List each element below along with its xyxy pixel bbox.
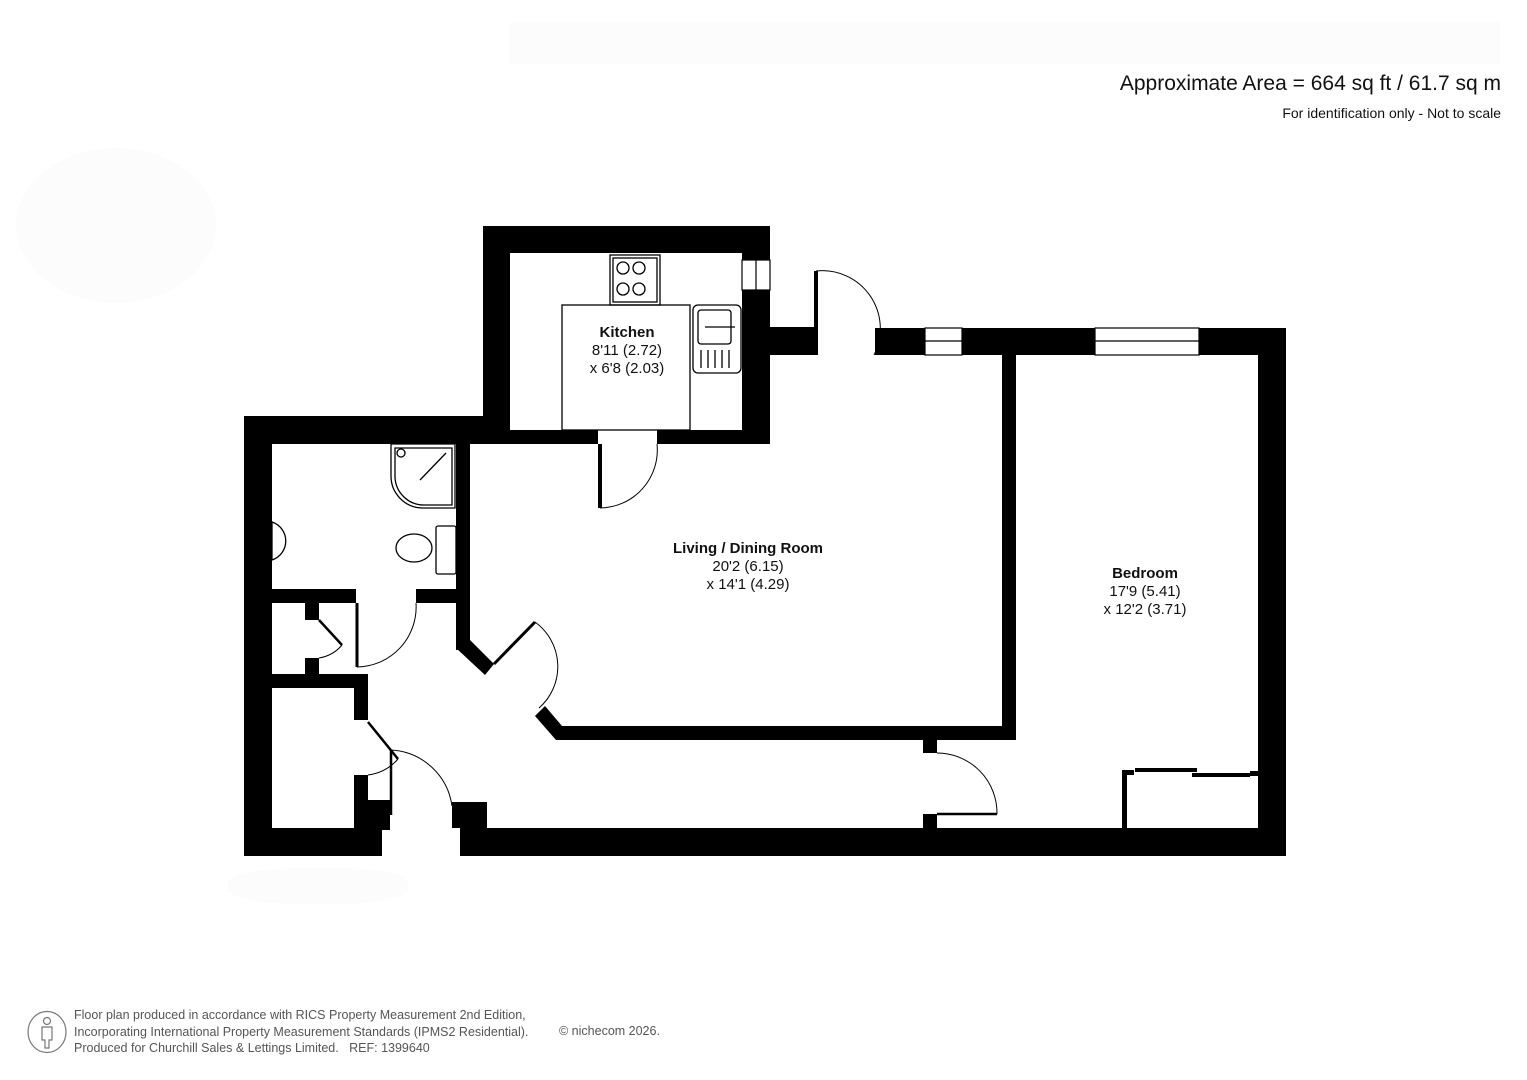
copyright: © nichecom 2026. — [559, 1024, 660, 1038]
room-dimension-1: 17'9 (5.41) — [1109, 583, 1181, 600]
scale-disclaimer: For identification only - Not to scale — [1282, 105, 1501, 121]
blurred-label — [228, 868, 408, 904]
room-label-living-dining: Living / Dining Room 20'2 (6.15) x 14'1 … — [638, 540, 858, 594]
approximate-area: Approximate Area = 664 sq ft / 61.7 sq m — [1119, 72, 1501, 95]
room-label-bedroom: Bedroom 17'9 (5.41) x 12'2 (3.71) — [1075, 565, 1215, 619]
room-name: Living / Dining Room — [673, 540, 823, 557]
footer-line-3: Produced for Churchill Sales & Lettings … — [74, 1041, 430, 1055]
walls — [244, 226, 1286, 856]
room-name: Kitchen — [599, 324, 655, 341]
footer-notice: Floor plan produced in accordance with R… — [74, 1007, 660, 1057]
toilet-icon — [395, 533, 433, 563]
room-dimension-2: x 12'2 (3.71) — [1103, 601, 1187, 618]
footer-line-2: Incorporating International Property Mea… — [74, 1024, 529, 1039]
room-dimension-1: 20'2 (6.15) — [712, 558, 784, 575]
windows — [741, 259, 1200, 356]
bathroom-fixtures — [271, 443, 457, 575]
doors — [318, 270, 998, 816]
room-dimension-2: x 6'8 (2.03) — [589, 360, 665, 377]
footer-line-1: Floor plan produced in accordance with R… — [74, 1008, 526, 1022]
shower-icon — [390, 443, 456, 509]
person-outline-icon — [27, 1010, 67, 1054]
basin-icon — [271, 521, 287, 561]
room-label-kitchen: Kitchen 8'11 (2.72) x 6'8 (2.03) — [562, 324, 692, 378]
blurred-header-band — [510, 22, 1500, 64]
hob-icon — [609, 254, 661, 306]
blurred-logo — [16, 148, 216, 303]
room-dimension-2: x 14'1 (4.29) — [706, 576, 790, 593]
kitchen-fixtures — [561, 254, 742, 431]
room-name: Bedroom — [1112, 565, 1178, 582]
room-dimension-1: 8'11 (2.72) — [591, 342, 663, 359]
sink-icon — [692, 304, 742, 374]
